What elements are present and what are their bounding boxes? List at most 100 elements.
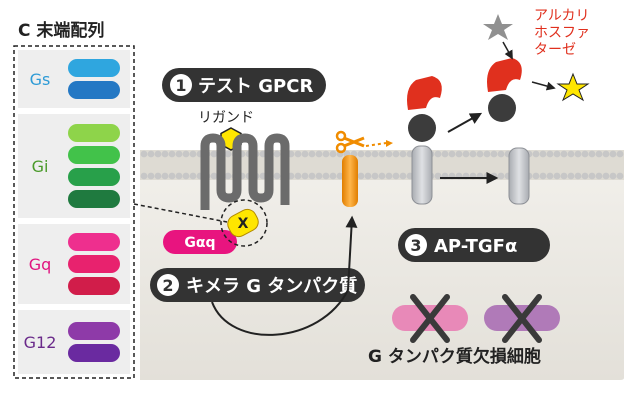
lipid-head [189,172,197,180]
lipid-head [371,172,379,180]
test-gpcr [200,133,290,210]
lipid-head [581,172,589,180]
lipid-head [532,150,540,158]
sheddase [342,155,358,207]
lipid-head [490,150,498,158]
lipid-head [532,172,540,180]
lipid-head [294,150,302,158]
cterm-link-line [133,203,228,223]
lipid-head [308,150,316,158]
lipid-head [140,150,148,158]
c-terminal-pill [68,168,120,186]
lipid-head [483,150,491,158]
lipid-head [224,150,232,158]
lipid-head [469,150,477,158]
panel-group-label: Gi [32,157,49,176]
lipid-head [154,150,162,158]
step-1-badge: 1 テスト GPCR [162,68,326,102]
scissors-icon [335,130,365,154]
lipid-head [308,172,316,180]
c-terminal-pill [68,190,120,208]
lipid-head [602,172,610,180]
lipid-head [189,150,197,158]
c-terminal-pill [68,81,120,99]
lipid-head [329,150,337,158]
step-2-number: 2 [162,276,173,295]
lipid-head [574,172,582,180]
lipid-head [595,172,603,180]
lipid-head [273,172,281,180]
lipid-head [602,150,610,158]
panel-group-label: Gq [29,255,52,274]
lipid-head [546,150,554,158]
lipid-head [315,172,323,180]
lipid-head [210,172,218,180]
lipid-head [399,172,407,180]
step-3-badge: 3 AP-TGFα [398,228,550,262]
lipid-head [182,172,190,180]
lipid-head [357,150,365,158]
lipid-head [224,172,232,180]
lipid-head [574,150,582,158]
c-terminal-pill [68,322,120,340]
ko-g-proteins [392,294,560,343]
lipid-head [147,172,155,180]
lipid-head [609,150,617,158]
lipid-head [581,150,589,158]
c-terminal-pill [68,277,120,295]
ligand-label: リガンド [198,110,254,126]
lipid-head [336,172,344,180]
step-3-number: 3 [410,236,421,255]
lipid-head [168,172,176,180]
chimeric-gq: Gαq [163,230,237,254]
lipid-head [182,150,190,158]
substrate-star [483,14,513,40]
lipid-head [539,172,547,180]
step-1-label: テスト GPCR [198,76,313,97]
cell-region [140,150,624,380]
lipid-head [301,150,309,158]
lipid-head [371,150,379,158]
c-terminal-pill [68,146,120,164]
lipid-head [385,150,393,158]
lipid-head [168,150,176,158]
lipid-head [392,150,400,158]
lipid-head [140,172,148,180]
lipid-head [161,150,169,158]
c-terminal-pill [68,255,120,273]
lipid-head [175,172,183,180]
lipid-head [322,150,330,158]
lipid-head [147,150,155,158]
lipid-head [301,172,309,180]
lipid-head [595,150,603,158]
ko-cells-label: G タンパク質欠損細胞 [368,346,541,367]
lipid-head [329,172,337,180]
lipid-head [210,150,218,158]
lipid-head [294,172,302,180]
lipid-head [539,150,547,158]
lipid-head [560,150,568,158]
product-arrow [531,81,556,91]
x-mark: X [238,216,249,232]
lipid-head [378,150,386,158]
lipid-head [441,150,449,158]
lipid-head [392,172,400,180]
lipid-head [357,172,365,180]
cleave-arrow [365,142,387,147]
lipid-head [273,150,281,158]
lipid-head [455,150,463,158]
lipid-head [553,172,561,180]
lipid-head [616,150,624,158]
lipid-head [448,150,456,158]
lipid-head [385,172,393,180]
lipid-head [560,172,568,180]
galpha-label: Gαq [184,235,215,251]
step-3-label: AP-TGFα [434,236,517,257]
lipid-head [588,150,596,158]
lipid-head [175,150,183,158]
lipid-head [588,172,596,180]
step-1-number: 1 [175,76,186,95]
lipid-head [364,172,372,180]
lipid-head [476,150,484,158]
